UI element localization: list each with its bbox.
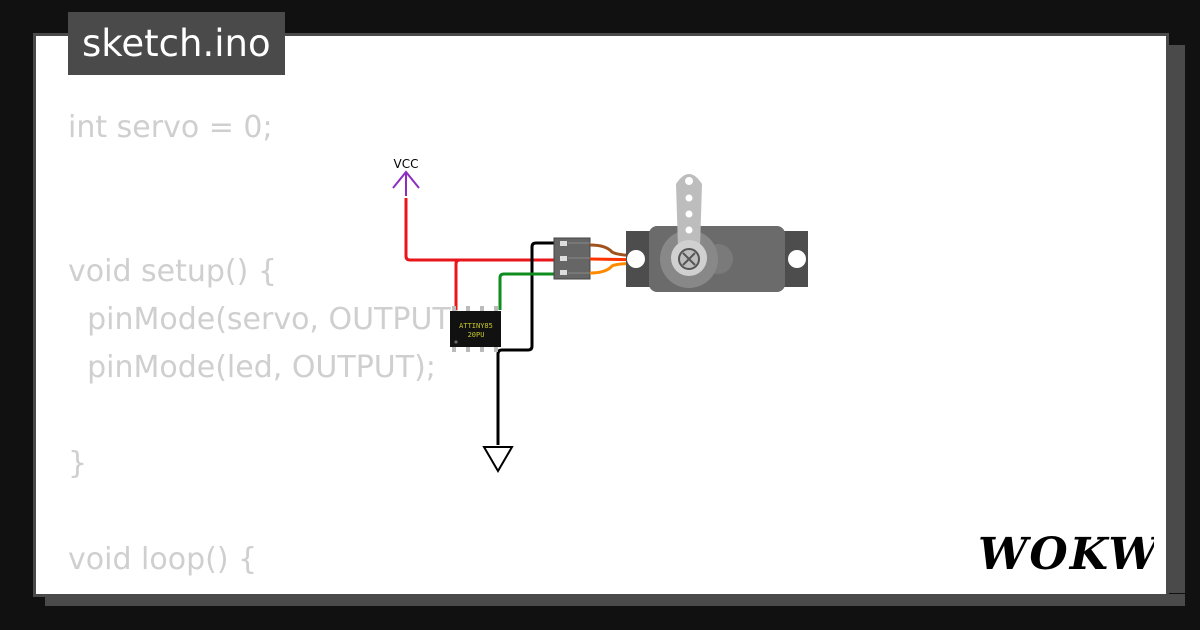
vcc-arrow-icon (392, 170, 420, 196)
chip-label-model: ATTINY85 (459, 322, 493, 330)
frame-shadow-bottom (45, 594, 1185, 606)
wire-chip-vcc[interactable] (454, 258, 461, 310)
code-line: pinMode(servo, OUTPUT); (68, 302, 473, 337)
servo-connector[interactable] (553, 237, 591, 280)
sketch-filename-tab: sketch.ino (68, 12, 285, 75)
code-line: // ... servo code here ... (68, 584, 473, 594)
wire-signal[interactable] (498, 272, 556, 310)
preview-canvas: int servo = 0; void setup() { pinMode(ser… (33, 33, 1169, 597)
attiny85-chip[interactable]: ATTINY85 20PU (450, 306, 501, 352)
wokwi-logo-text: WOKWi (978, 529, 1154, 580)
chip-label-speed: 20PU (468, 331, 485, 339)
code-line: void loop() { (68, 542, 258, 577)
sketch-filename: sketch.ino (82, 22, 271, 65)
ground-symbol-icon (482, 446, 514, 473)
code-line: int servo = 0; (68, 110, 273, 145)
vcc-label: VCC (394, 157, 419, 171)
code-background: int servo = 0; void setup() { pinMode(ser… (68, 104, 473, 594)
frame-shadow-right (1166, 45, 1185, 593)
wire-vcc-power[interactable] (404, 198, 556, 262)
code-line: void setup() { (68, 254, 277, 289)
code-line: pinMode(led, OUTPUT); (68, 350, 436, 385)
servo-screw-icon (682, 252, 696, 266)
wokwi-logo: WOKWi (978, 529, 1154, 580)
wire-ground[interactable] (496, 241, 556, 445)
code-line: } (68, 446, 88, 481)
vcc-symbol: VCC (392, 157, 420, 196)
servo-motor[interactable] (626, 174, 808, 292)
